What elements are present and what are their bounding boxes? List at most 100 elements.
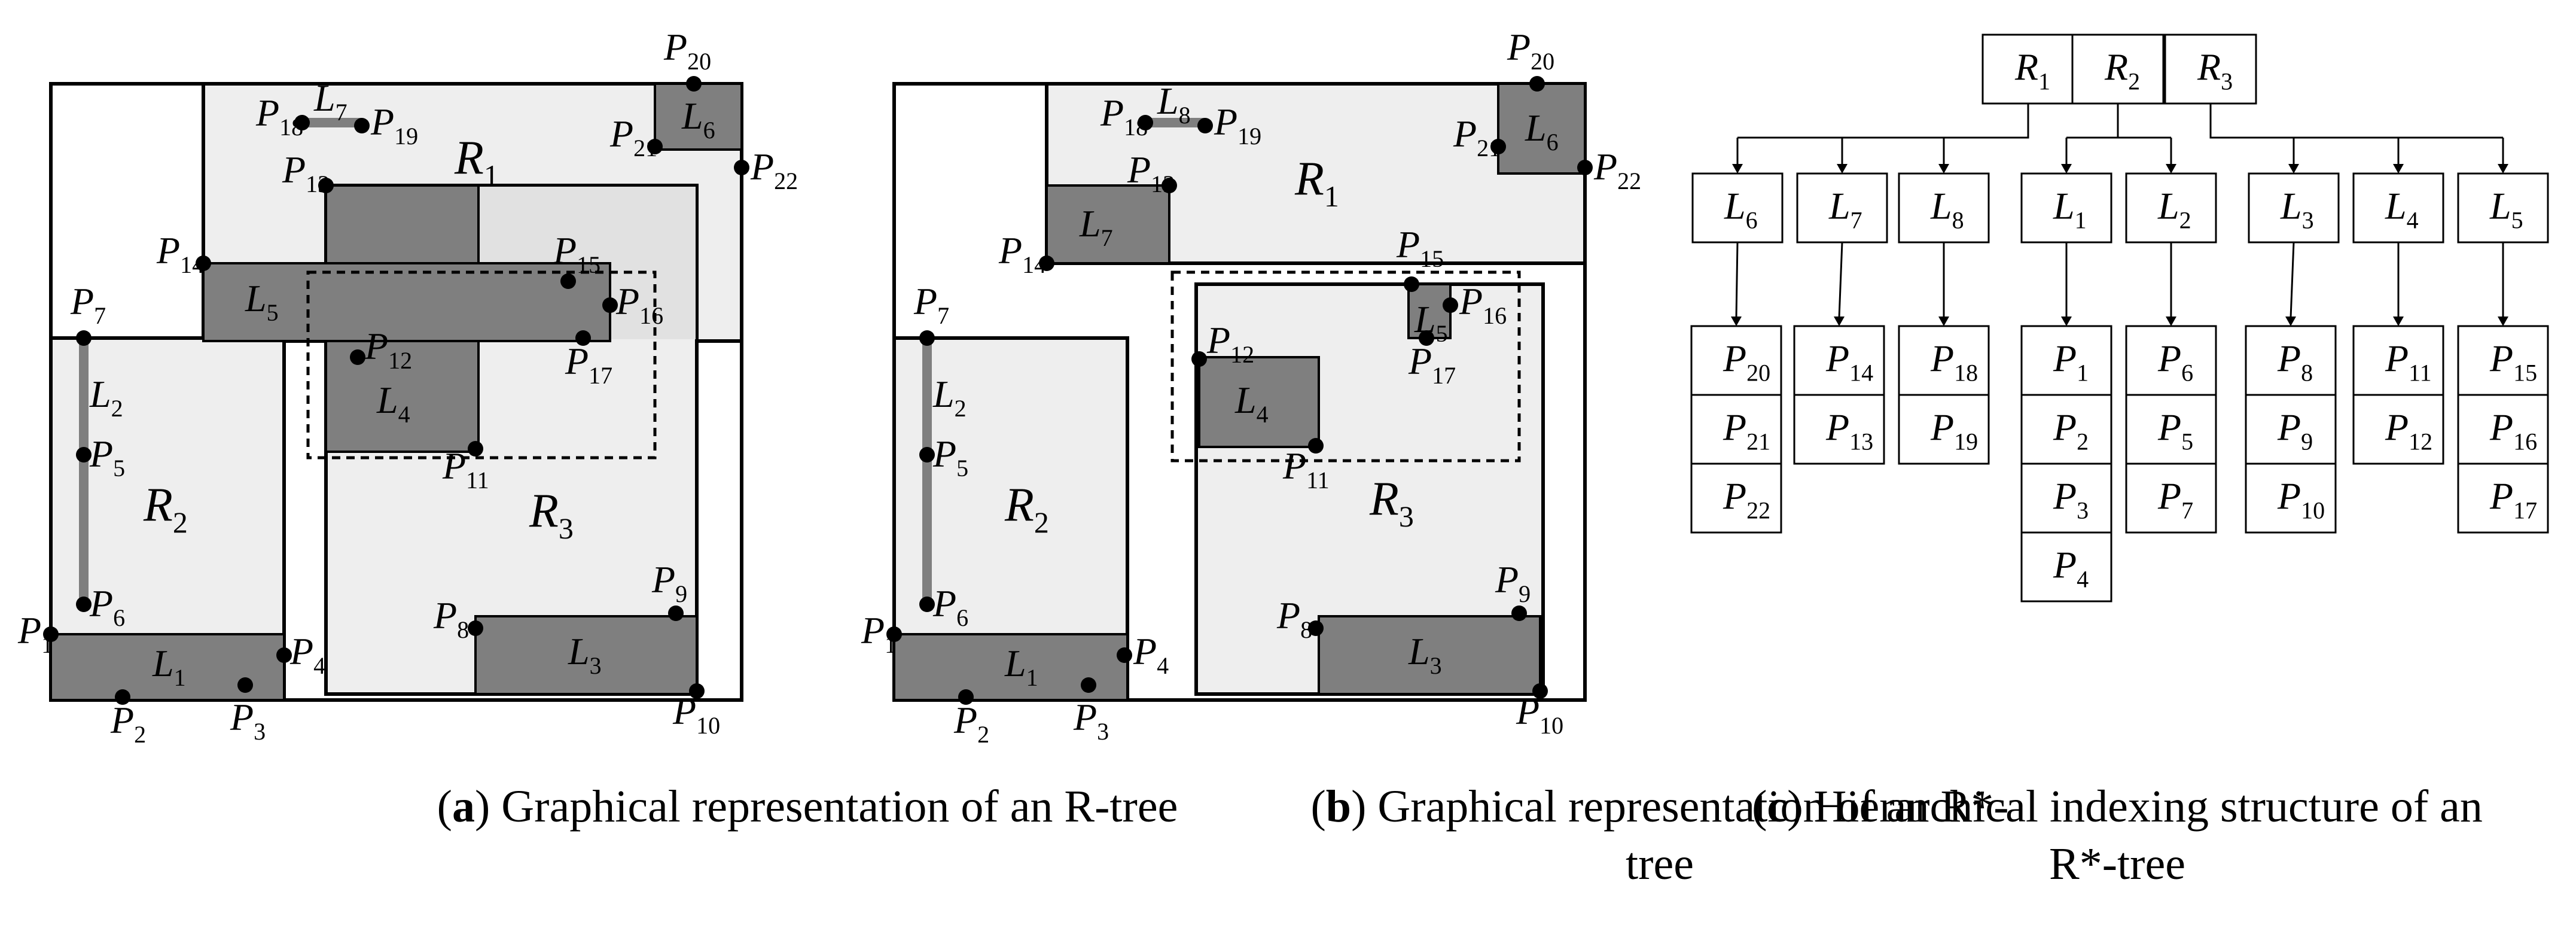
point-label-p11: P11 <box>1282 445 1330 494</box>
leaf-l7-label: L7 <box>1079 202 1113 251</box>
point-p22 <box>1577 160 1593 175</box>
point-p7 <box>919 330 935 346</box>
arrow-l6-points <box>1735 242 1739 318</box>
leaf-l6 <box>1497 83 1586 175</box>
leaf-l3 <box>474 615 698 695</box>
leaf-entry-p22 <box>1690 462 1782 534</box>
caption-a: (a) Graphical representation of an R-tre… <box>437 781 1178 832</box>
node-entry-l7-label: L7 <box>1828 185 1862 234</box>
leaf-l1-label: L1 <box>1004 642 1038 691</box>
leaf-l7 <box>1045 184 1170 264</box>
leaf-entry-p11-label: P11 <box>2385 337 2432 387</box>
node-entry-l6-label: L6 <box>1724 185 1758 234</box>
node-entry-l5-label: L5 <box>2489 185 2523 234</box>
point-p1 <box>886 626 902 642</box>
leaf-entry-p8-label: P8 <box>2277 337 2313 387</box>
leaf-l6 <box>654 83 743 151</box>
point-label-p17: P17 <box>565 340 612 389</box>
leaf-entry-p7 <box>2125 462 2217 534</box>
point-p13 <box>318 178 334 193</box>
point-label-p6: P6 <box>89 582 125 631</box>
node-entry-l2-label: L2 <box>2157 185 2191 234</box>
leaf-entry-p10-label: P10 <box>2277 475 2325 524</box>
leaf-entry-p17 <box>2457 462 2549 534</box>
point-label-p5: P5 <box>932 433 968 482</box>
leaf-entry-p9-label: P9 <box>2277 406 2313 455</box>
arrow-l8-points-head <box>1938 317 1949 326</box>
leaf-l3 <box>1318 615 1541 695</box>
point-label-p6: P6 <box>932 582 968 631</box>
root-entry-r2-label: R2 <box>2104 46 2140 95</box>
caption-c-text: Hierarchical indexing structure of an R*… <box>1813 781 2483 889</box>
caption-b-letter: b <box>1325 781 1352 832</box>
leaf-entry-p3 <box>2020 462 2112 534</box>
arrow-to-l3-head <box>2288 164 2299 174</box>
point-p6 <box>76 597 92 612</box>
leaf-entry-p13 <box>1793 394 1885 465</box>
leaf-entry-p19-label: P19 <box>1930 406 1978 455</box>
node-entry-l4 <box>2352 172 2444 244</box>
leaf-entry-p15-label: P15 <box>2489 337 2537 387</box>
root-entry-r1-label: R1 <box>2014 46 2050 95</box>
point-label-p1: P1 <box>17 609 53 658</box>
query-window <box>1170 270 1521 462</box>
node-entry-l2 <box>2125 172 2217 244</box>
leaf-l2-label: L2 <box>932 373 967 422</box>
point-p21 <box>1490 139 1506 154</box>
point-p19 <box>1197 118 1213 133</box>
point-label-p12: P12 <box>1206 319 1254 368</box>
caption-b: (b) Graphical representation of an R*-tr… <box>1310 781 2009 889</box>
node-entry-l4-label: L4 <box>2385 185 2419 234</box>
arrow-to-l4-head <box>2393 164 2404 174</box>
point-p9 <box>1511 605 1527 621</box>
point-label-p9: P9 <box>1495 558 1531 607</box>
leaf-entry-p6-label: P6 <box>2157 337 2193 387</box>
point-label-p11: P11 <box>442 445 489 494</box>
point-p3 <box>237 677 253 693</box>
root-connector-0 <box>1944 104 2029 139</box>
arrow-l7-points-head <box>1834 317 1845 326</box>
point-p10 <box>1532 683 1548 699</box>
point-p2 <box>958 689 974 705</box>
leaf-entry-p21-label: P21 <box>1723 406 1770 455</box>
leaf-entry-p21 <box>1690 394 1782 465</box>
point-p8 <box>468 620 483 636</box>
leaf-l8-label: L8 <box>1157 80 1191 129</box>
caption-b-text: Graphical representation of an R*-tree <box>1377 781 2009 889</box>
point-label-p18: P18 <box>1100 92 1148 141</box>
point-label-p21: P21 <box>609 112 657 162</box>
point-label-p18: P18 <box>255 92 303 141</box>
leaf-entry-p16-label: P16 <box>2489 406 2537 455</box>
arrow-l1-points-head <box>2061 317 2072 326</box>
point-p12 <box>350 349 365 365</box>
point-p1 <box>43 626 59 642</box>
caption-c: (c) Hierarchical indexing structure of a… <box>1752 781 2483 889</box>
leaf-entry-p19 <box>1898 394 1990 465</box>
leaf-entry-p3-label: P3 <box>2053 475 2089 524</box>
point-label-p1: P1 <box>861 609 897 658</box>
point-p11 <box>468 441 483 457</box>
node-entry-l6 <box>1691 172 1784 244</box>
point-p5 <box>76 447 92 462</box>
point-p16 <box>602 297 618 313</box>
leaf-entry-p20 <box>1690 325 1782 396</box>
region-r3-label: R3 <box>1369 473 1414 533</box>
leaf-entry-p11 <box>2352 325 2444 396</box>
point-p2 <box>115 689 130 705</box>
node-entry-l8-label: L8 <box>1930 185 1964 234</box>
leaf-entry-p22-label: P22 <box>1723 475 1770 524</box>
leaf-entry-p10 <box>2245 462 2337 534</box>
point-p8 <box>1308 620 1324 636</box>
arrow-to-l2-head <box>2166 164 2176 174</box>
leaf-l4-label: L4 <box>1234 379 1269 428</box>
point-p11 <box>1308 438 1324 454</box>
point-label-p12: P12 <box>364 325 412 374</box>
leaf-entry-p4-label: P4 <box>2053 544 2089 593</box>
leaf-entry-p18-label: P18 <box>1930 337 1978 387</box>
point-label-p9: P9 <box>651 558 687 607</box>
point-p10 <box>689 683 705 699</box>
arrow-to-l6-head <box>1732 164 1743 174</box>
